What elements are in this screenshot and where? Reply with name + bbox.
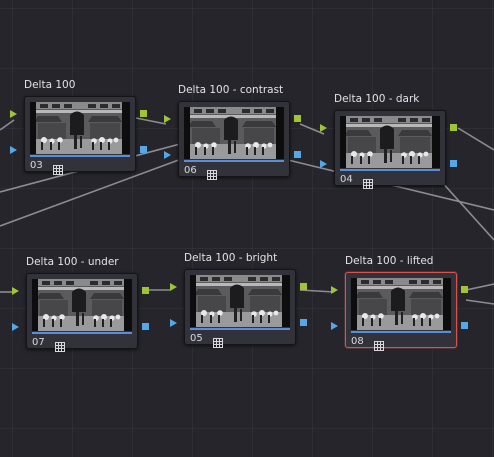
node-number: 06 <box>184 164 197 176</box>
node-08[interactable]: Delta 100 - lifted 08 <box>331 255 468 351</box>
wire-08-out-b <box>465 299 494 305</box>
rgb-input-port[interactable] <box>164 115 171 123</box>
node-footer: 08 <box>351 335 384 351</box>
node-footer: 04 <box>340 173 373 189</box>
node-number: 04 <box>340 173 353 185</box>
thumbnail-underline <box>351 331 451 333</box>
node-number: 03 <box>30 159 43 171</box>
wire-08-out <box>465 283 494 291</box>
node-body[interactable]: 07 <box>26 273 138 352</box>
node-thumbnail <box>30 102 130 154</box>
node-number: 08 <box>351 335 364 347</box>
grid-icon <box>362 174 373 189</box>
rgb-input-port[interactable] <box>320 124 327 132</box>
node-thumbnail <box>32 279 132 331</box>
rgb-output-port[interactable] <box>142 287 149 294</box>
alpha-output-port[interactable] <box>300 319 307 326</box>
node-body[interactable]: 04 <box>334 110 446 189</box>
grid-icon <box>52 160 63 175</box>
alpha-input-port[interactable] <box>331 322 338 330</box>
rgb-input-port[interactable] <box>12 287 19 295</box>
thumbnail-underline <box>32 332 132 334</box>
node-title: Delta 100 - dark <box>334 93 420 105</box>
rgb-output-port[interactable] <box>461 286 468 293</box>
node-05[interactable]: Delta 100 - bright 05 <box>170 252 307 348</box>
node-title: Delta 100 - bright <box>184 252 278 264</box>
node-07[interactable]: Delta 100 - under 07 <box>12 256 149 352</box>
wire-05-to-08 <box>299 289 335 293</box>
rgb-output-port[interactable] <box>294 115 301 122</box>
node-body[interactable]: 03 <box>24 96 136 175</box>
grid-icon <box>373 336 384 351</box>
node-06[interactable]: Delta 100 - contrast 06 <box>164 84 301 180</box>
node-number: 07 <box>32 336 45 348</box>
rgb-output-port[interactable] <box>450 124 457 131</box>
alpha-input-port[interactable] <box>10 146 17 154</box>
wire-04-out-a <box>457 127 494 151</box>
node-body[interactable]: 05 <box>184 269 296 348</box>
node-footer: 07 <box>32 336 65 352</box>
rgb-input-port[interactable] <box>10 110 17 118</box>
rgb-input-port[interactable] <box>170 283 177 291</box>
node-title: Delta 100 - under <box>26 256 119 268</box>
alpha-output-port[interactable] <box>461 322 468 329</box>
grid-icon <box>212 333 223 348</box>
node-thumbnail <box>340 116 440 168</box>
alpha-input-port[interactable] <box>170 319 177 327</box>
node-footer: 06 <box>184 164 217 180</box>
node-thumbnail <box>190 275 290 327</box>
thumbnail-underline <box>190 328 290 330</box>
alpha-output-port[interactable] <box>142 323 149 330</box>
node-title: Delta 100 - contrast <box>178 84 284 96</box>
node-footer: 05 <box>190 332 223 348</box>
node-03[interactable]: Delta 100 03 <box>10 79 147 175</box>
alpha-output-port[interactable] <box>294 151 301 158</box>
node-body[interactable]: 06 <box>178 101 290 180</box>
grid-icon <box>54 337 65 352</box>
alpha-input-port[interactable] <box>164 151 171 159</box>
wire-03-out-left <box>0 119 15 131</box>
grid-icon <box>206 165 217 180</box>
node-footer: 03 <box>30 159 63 175</box>
alpha-output-port[interactable] <box>450 160 457 167</box>
thumbnail-underline <box>340 169 440 171</box>
node-thumbnail <box>184 107 284 159</box>
wire-04-out-b <box>439 179 494 241</box>
node-thumbnail <box>351 278 451 330</box>
node-number: 05 <box>190 332 203 344</box>
rgb-input-port[interactable] <box>331 286 338 294</box>
node-04[interactable]: Delta 100 - dark 04 <box>320 93 457 189</box>
alpha-output-port[interactable] <box>140 146 147 153</box>
thumbnail-underline <box>30 155 130 157</box>
node-title: Delta 100 - lifted <box>345 255 434 267</box>
node-title: Delta 100 <box>24 79 76 91</box>
node-body[interactable]: 08 <box>345 272 457 351</box>
rgb-output-port[interactable] <box>140 110 147 117</box>
rgb-output-port[interactable] <box>300 283 307 290</box>
thumbnail-underline <box>184 160 284 162</box>
wire-03-to-06 <box>135 117 167 125</box>
alpha-input-port[interactable] <box>12 323 19 331</box>
alpha-input-port[interactable] <box>320 160 327 168</box>
